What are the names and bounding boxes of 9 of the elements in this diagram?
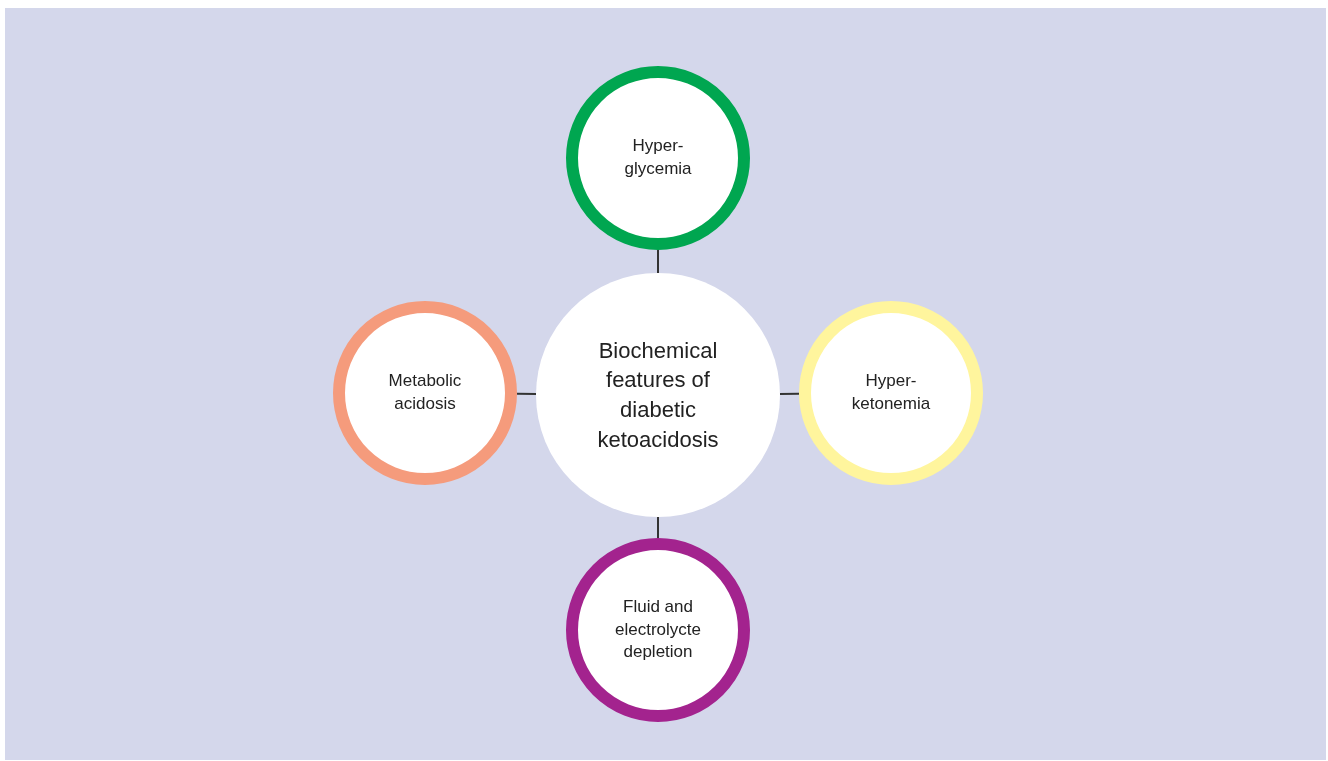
connector-line	[779, 392, 800, 395]
node-label: Hyper- ketonemia	[850, 370, 932, 415]
node-label: Hyper- glycemia	[623, 135, 693, 180]
node-label: Metabolic acidosis	[387, 370, 463, 415]
node-label: Fluid and electrolycte depletion	[614, 595, 702, 664]
node-label: Biochemical features of diabetic ketoacidosis	[596, 336, 720, 454]
connector-line	[516, 392, 537, 395]
connector-line	[657, 249, 659, 274]
connector-line	[657, 516, 659, 539]
